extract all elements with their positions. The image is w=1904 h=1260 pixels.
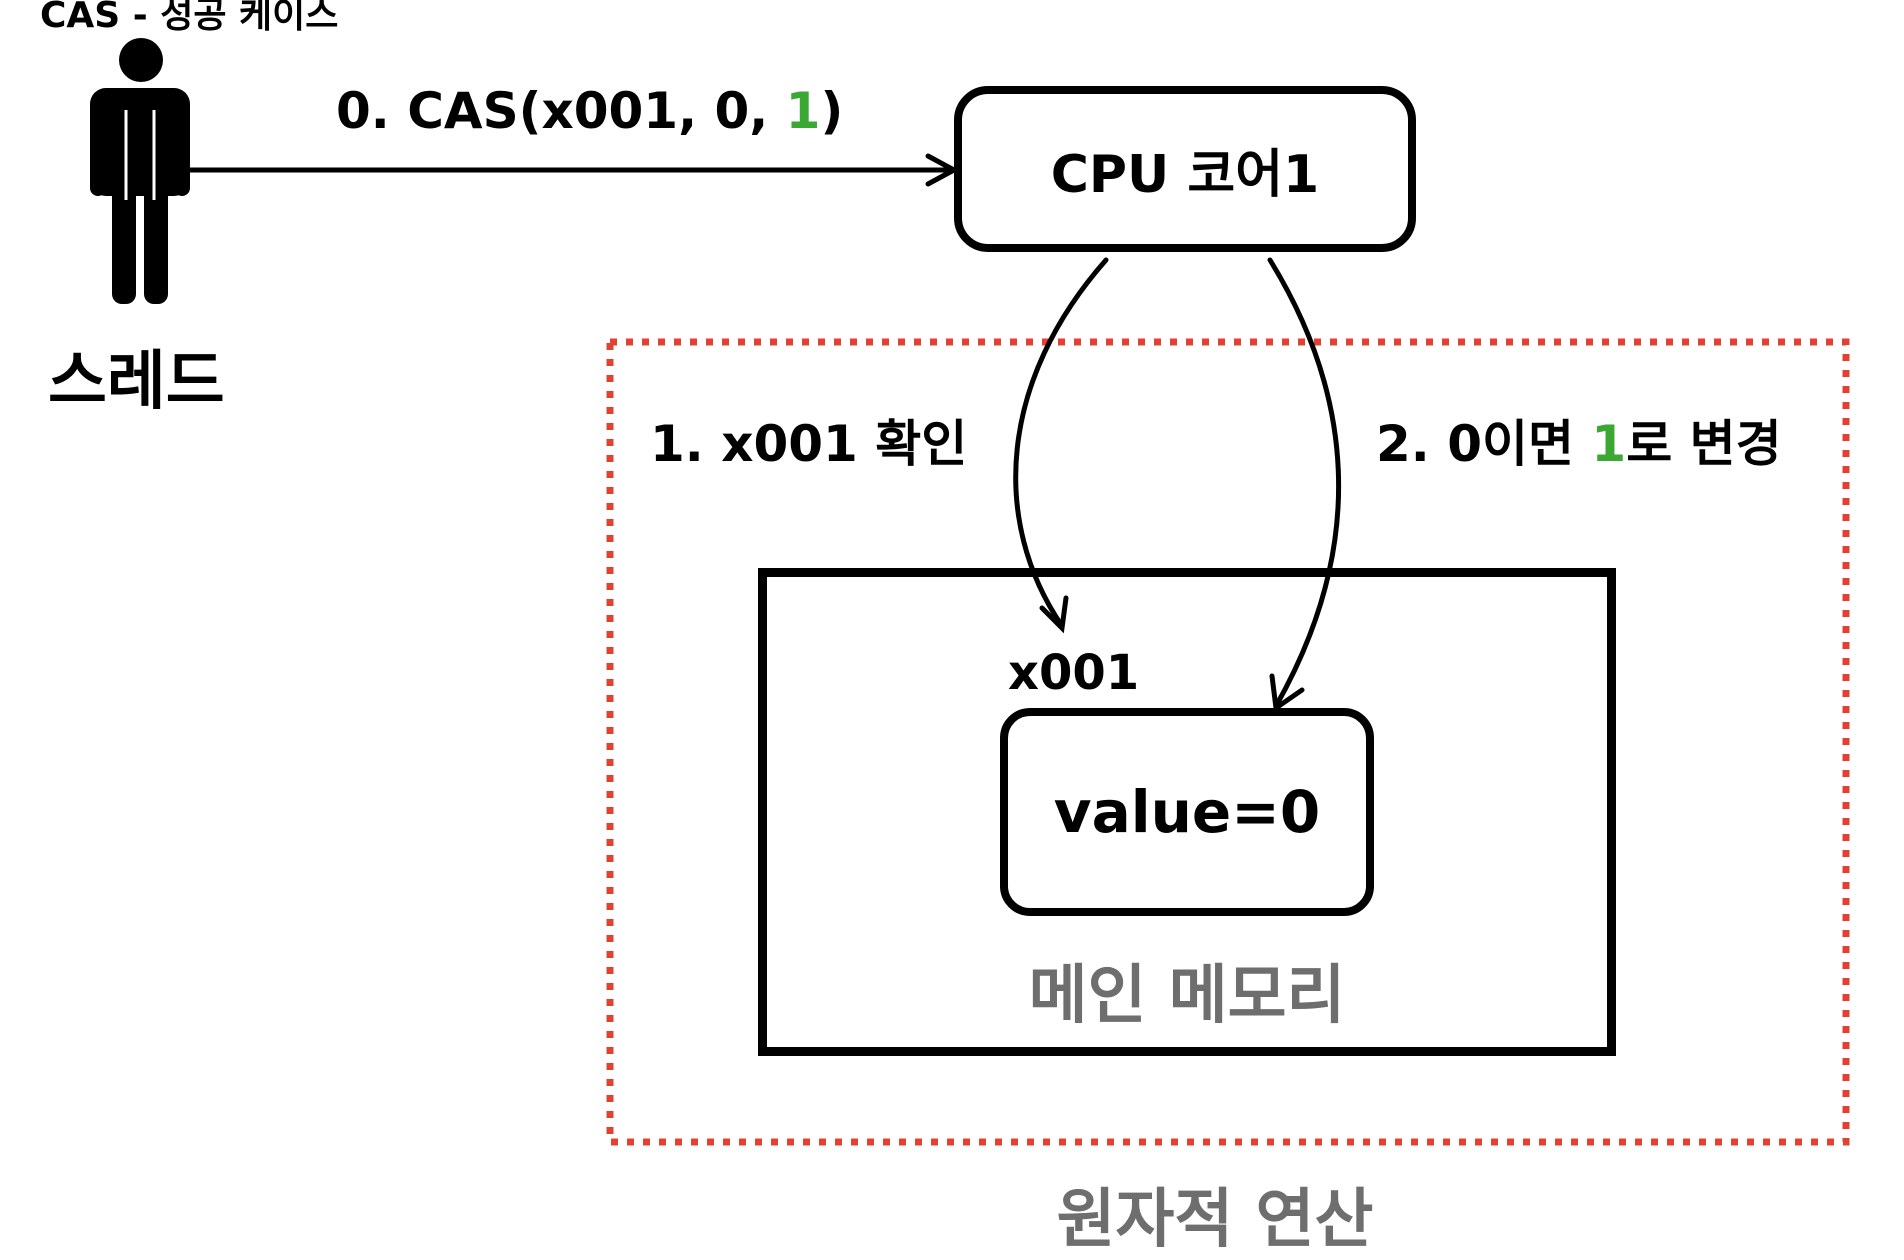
step2-suffix: 로 변경: [1626, 415, 1782, 473]
person-icon: [90, 38, 190, 304]
step2-prefix: 2. 0이면: [1376, 415, 1592, 473]
cas-call-label: 0. CAS(x001, 0, 1): [336, 82, 843, 140]
cas-call-suffix: ): [820, 82, 844, 140]
cas-call-new-value: 1: [785, 82, 821, 140]
atomic-operation-label: 원자적 연산: [1056, 1183, 1374, 1257]
memory-value-box: value=0: [1000, 708, 1374, 916]
step2-new-value: 1: [1591, 415, 1627, 473]
memory-value-label: value=0: [1053, 778, 1321, 846]
main-memory-label: 메인 메모리: [1028, 959, 1346, 1033]
thread-label: 스레드: [48, 345, 225, 419]
step1-label: 1. x001 확인: [650, 415, 968, 473]
cpu-core-label: CPU 코어1: [1050, 144, 1320, 205]
cas-call-prefix: 0. CAS(x001, 0,: [336, 82, 786, 140]
diagram-title: CAS - 성공 케이스: [40, 0, 339, 36]
step2-label: 2. 0이면 1로 변경: [1376, 404, 1782, 476]
main-memory-box: [758, 568, 1616, 1056]
cpu-core-box: CPU 코어1: [954, 86, 1416, 252]
cas-request-arrow: [187, 153, 960, 187]
memory-address-label: x001: [1008, 645, 1140, 701]
